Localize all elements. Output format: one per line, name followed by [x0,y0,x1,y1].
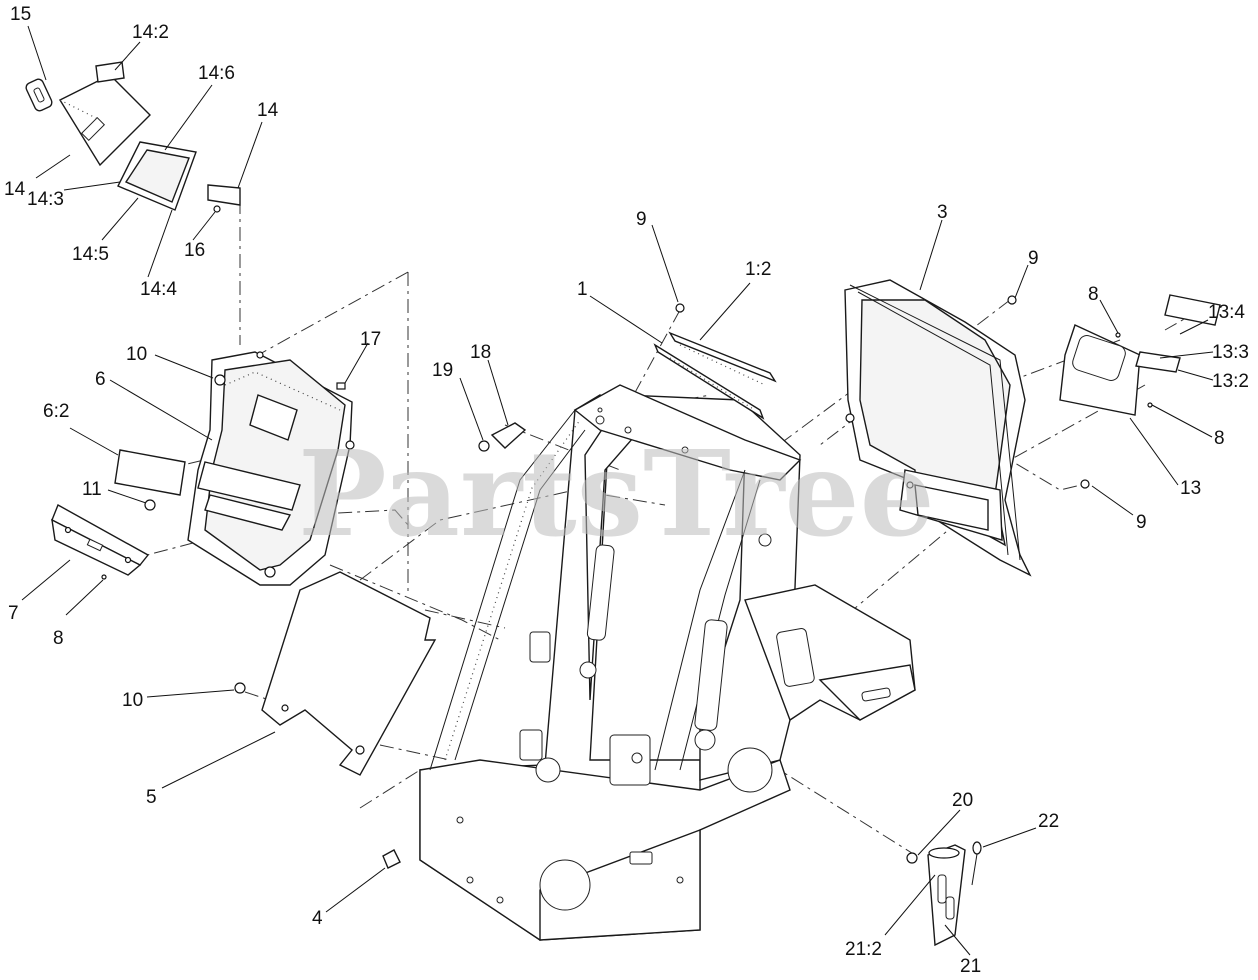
callout-21-2: 21:2 [845,939,882,960]
callout-8-right-bottom: 8 [1214,428,1225,449]
part-7-bracket [51,504,150,576]
callout-17: 17 [360,329,381,350]
part-18-bracket [478,422,527,452]
leader-lines [21,25,1214,956]
callout-13-3: 13:3 [1212,342,1249,363]
callout-8-left: 8 [53,628,64,649]
callout-5: 5 [146,787,157,808]
callout-8-right-top: 8 [1088,284,1099,305]
callout-3: 3 [937,202,948,223]
callout-22: 22 [1038,811,1059,832]
callout-14-top: 14 [257,100,279,121]
callout-14-4: 14:4 [140,279,177,300]
part-6-housing [187,351,355,586]
part-14-assembly [25,61,241,213]
part-11-bolt [144,499,156,511]
callout-14-5: 14:5 [72,244,109,265]
callout-14-3: 14:3 [27,189,64,210]
callout-13-4: 13:4 [1208,302,1245,323]
part-13-4-decal [1164,294,1221,326]
watermark: PartsTree [298,424,935,563]
callout-11: 11 [82,479,102,500]
part-10-bolt-top [214,374,226,386]
callout-9-center: 9 [636,209,647,230]
part-5-panel [261,571,437,776]
callout-14-left: 14 [4,179,26,200]
callout-10-top: 10 [126,344,147,365]
callout-1: 1 [577,279,588,300]
callout-14-6: 14:6 [198,63,235,84]
callout-labels: 15 14:2 14:6 14 14 14:3 14:5 14:4 16 10 … [4,4,1249,977]
callout-19: 19 [432,360,453,381]
callout-18: 18 [470,342,491,363]
callout-21: 21 [960,956,981,977]
callout-15: 15 [10,4,31,25]
part-21-sleeve [906,841,982,947]
part-6-2-decal [114,449,186,496]
callout-6-2: 6:2 [43,401,69,422]
callout-9-right-top: 9 [1028,248,1039,269]
callout-14-2: 14:2 [132,22,169,43]
part-17-bolt [336,382,346,390]
callout-10-bottom: 10 [122,690,143,711]
callout-16: 16 [184,240,205,261]
callout-20: 20 [952,790,973,811]
callout-9-right-bottom: 9 [1136,512,1147,533]
callout-13-2: 13:2 [1212,371,1249,392]
part-3-shroud [844,279,1032,577]
part-4-clip [382,849,401,869]
part-13-cover [1059,294,1221,489]
part-8-fastener-left [101,574,107,580]
callout-7: 7 [8,603,19,624]
part-10-bolt-bottom [234,682,246,694]
main-frame [419,384,916,941]
callout-6: 6 [95,369,106,390]
callout-4: 4 [312,908,323,929]
part-13-3-decal [1135,351,1181,373]
part-1-rails [653,303,777,420]
callout-1-2: 1:2 [745,259,771,280]
callout-13: 13 [1180,478,1201,499]
